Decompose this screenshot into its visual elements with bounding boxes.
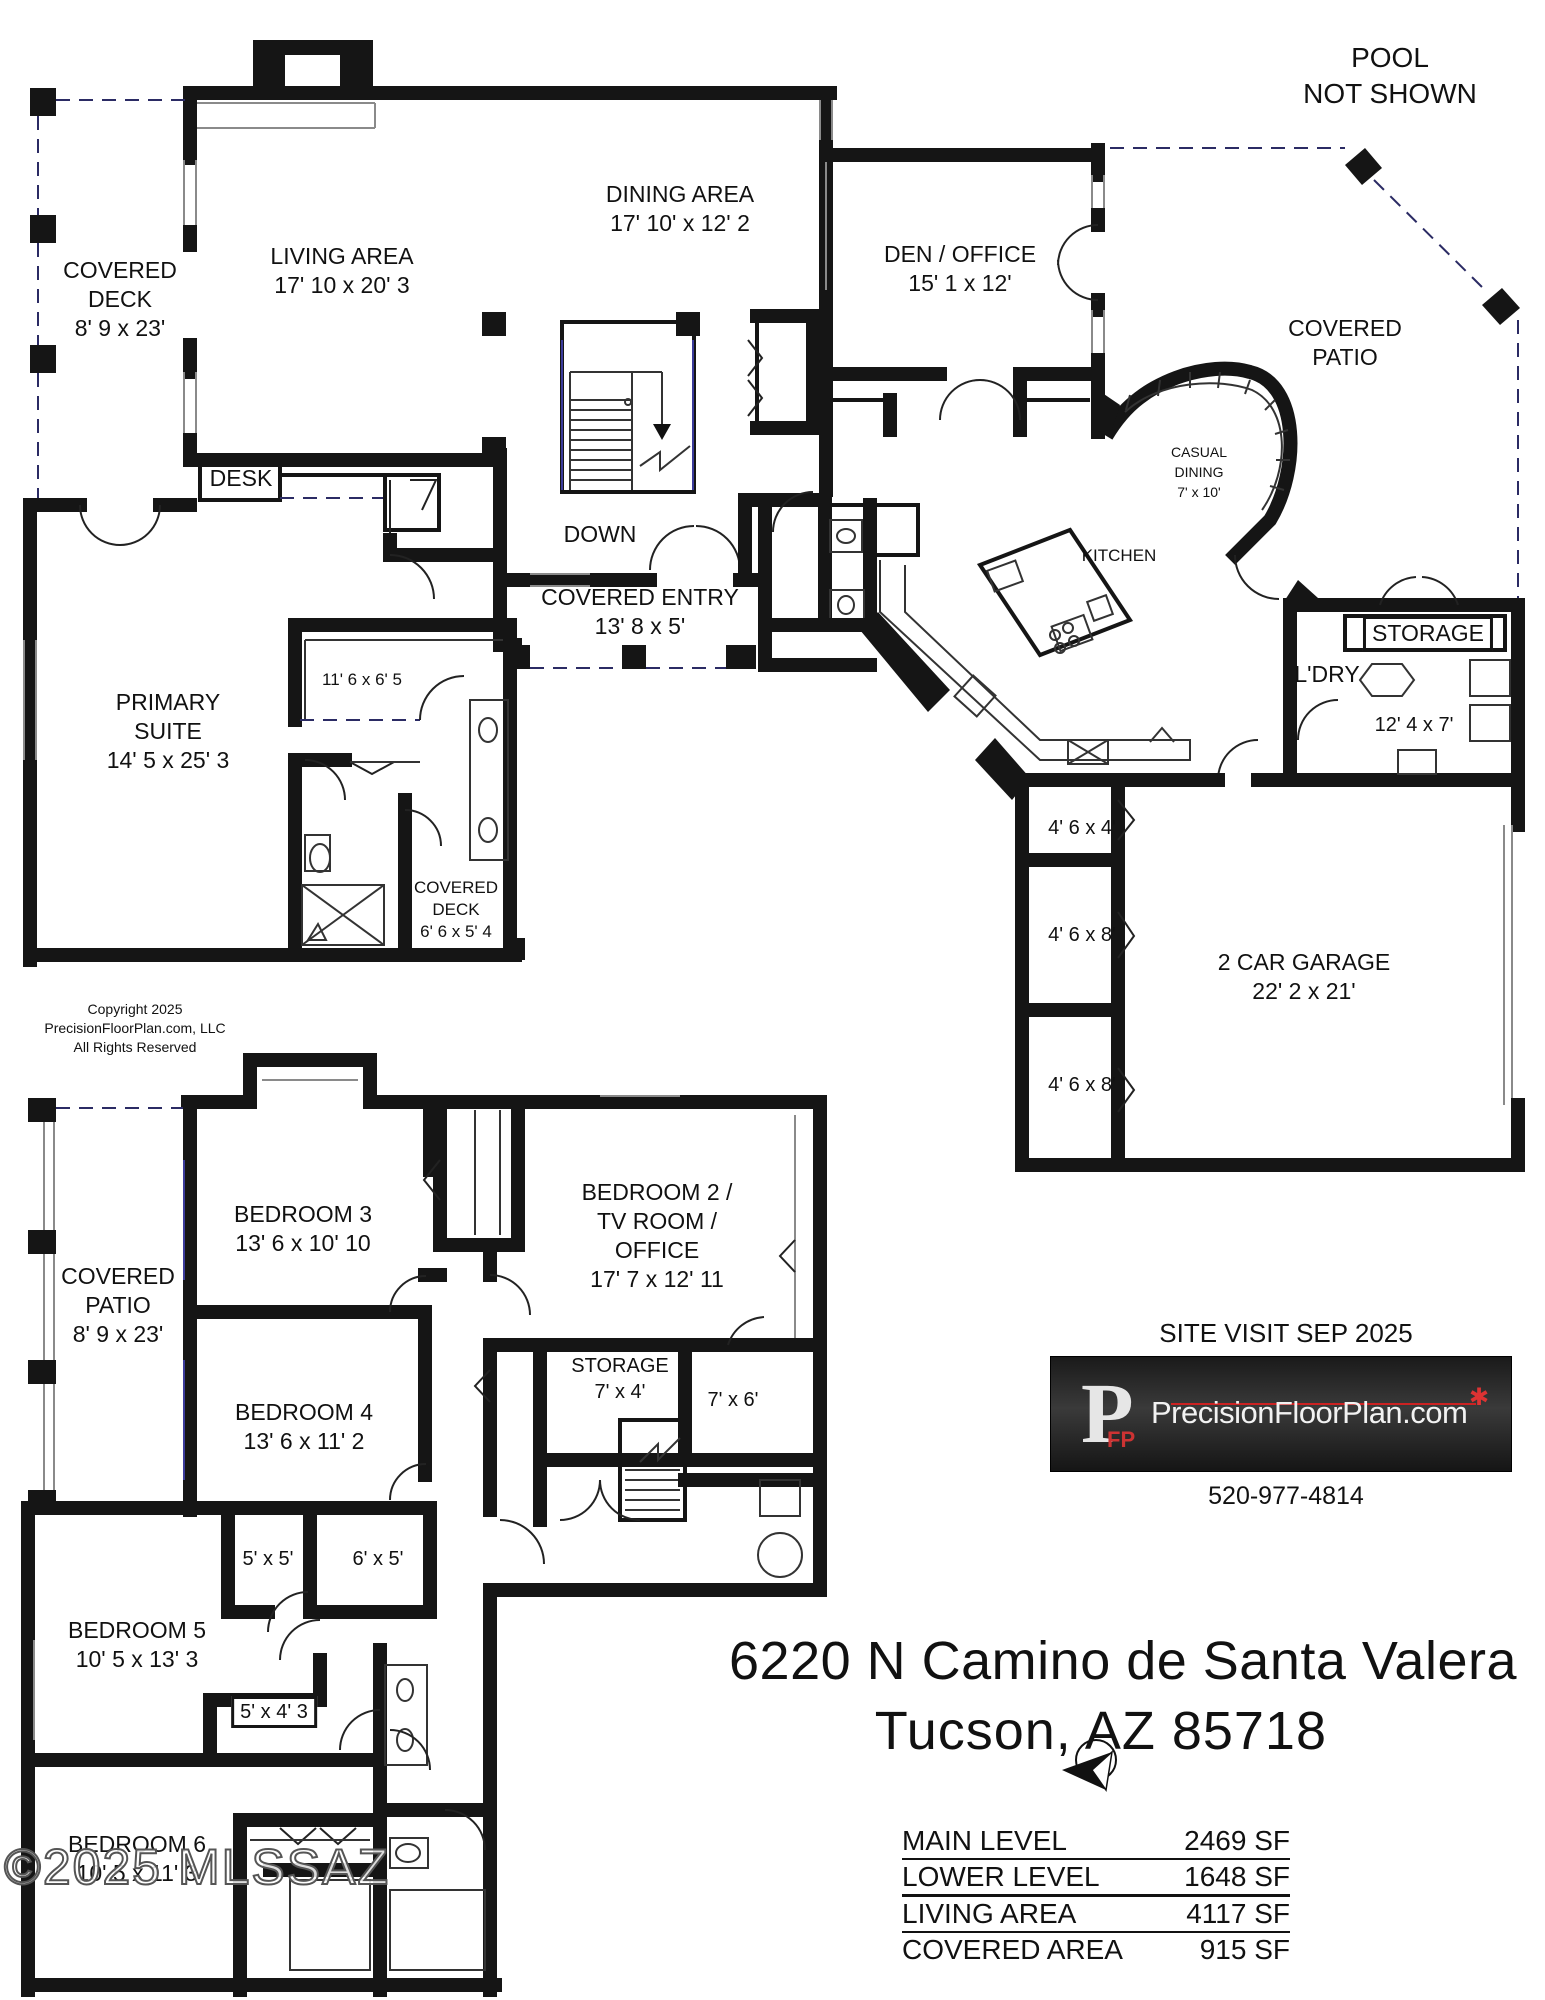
bedroom3-label: BEDROOM 3 13' 6 x 10' 10: [233, 1201, 373, 1256]
area-value: 4117 SF: [1186, 1898, 1290, 1929]
area-value: 2469 SF: [1184, 1825, 1290, 1856]
mls-watermark: ©2025 MLSSAZ: [3, 1838, 391, 1896]
area-row: COVERED AREA 915 SF: [902, 1933, 1290, 1967]
primary-closet-label: 11' 6 x 6' 5: [322, 670, 402, 689]
garage-closet-2-label: 4' 6 x 8': [1048, 924, 1116, 946]
laundry-label: L'DRY: [1294, 661, 1360, 687]
down-label: DOWN: [563, 521, 637, 547]
area-label: COVERED AREA: [902, 1934, 1123, 1965]
address-line-2: Tucson, AZ 85718: [874, 1701, 1327, 1761]
bedroom6-label: BEDROOM 6 10' 5 x 11' 3: [67, 1831, 207, 1886]
covered-deck-small-label: COVERED DECK 6' 6 x 5' 4: [413, 878, 499, 941]
phone-number: 520-977-4814: [1208, 1482, 1364, 1510]
site-visit-note: SITE VISIT SEP 2025: [1159, 1318, 1413, 1348]
covered-deck-main-label: COVERED DECK 8' 9 x 23': [63, 257, 177, 341]
logo-star-icon: ✱: [1469, 1384, 1490, 1411]
lower-level-walls: [21, 1053, 827, 1997]
closet-7x6-label: 7' x 6': [707, 1389, 759, 1411]
company-logo: P FP PrecisionFloorPlan.com ✱: [1050, 1356, 1512, 1472]
area-value: 1648 SF: [1184, 1861, 1290, 1892]
area-row: MAIN LEVEL 2469 SF: [902, 1824, 1290, 1860]
primary-suite-label: PRIMARY SUITE 14' 5 x 25' 3: [106, 689, 230, 773]
copyright-notice: Copyright 2025 PrecisionFloorPlan.com, L…: [44, 1001, 226, 1055]
covered-patio-lower-label: COVERED PATIO 8' 9 x 23': [61, 1263, 175, 1347]
main-level-walls: [23, 40, 1525, 1172]
north-arrow-icon: [1062, 1739, 1117, 1792]
closet-5x4-3-label: 5' x 4' 3: [231, 1696, 317, 1728]
address-line-1: 6220 N Camino de Santa Valera: [729, 1631, 1517, 1691]
bedroom2-label: BEDROOM 2 / TV ROOM / OFFICE 17' 7 x 12'…: [581, 1179, 733, 1292]
bedroom5-label: BEDROOM 5 10' 5 x 13' 3: [67, 1617, 207, 1672]
logo-accent-line: [1171, 1403, 1476, 1405]
dining-area-label: DINING AREA 17' 10' x 12' 2: [605, 181, 755, 236]
casual-dining-label: CASUAL DINING 7' x 10': [1170, 444, 1228, 500]
logo-mark-sub: FP: [1107, 1427, 1136, 1452]
covered-patio-main-label: COVERED PATIO: [1288, 315, 1402, 370]
garage-closet-1-label: 4' 6 x 4': [1048, 817, 1116, 839]
closet-5x5-label: 5' x 5': [242, 1548, 294, 1570]
closet-6x5-label: 6' x 5': [352, 1548, 404, 1570]
area-summary-table: MAIN LEVEL 2469 SF LOWER LEVEL 1648 SF LIV…: [902, 1824, 1290, 1967]
bedroom4-label: BEDROOM 4 13' 6 x 11' 2: [234, 1399, 374, 1454]
pool-note: POOL NOT SHOWN: [1303, 42, 1477, 109]
garage-closet-3-label: 4' 6 x 8': [1048, 1074, 1116, 1096]
kitchen-island: [976, 527, 1134, 658]
living-area-label: LIVING AREA 17' 10 x 20' 3: [270, 243, 414, 298]
desk-label: DESK: [209, 465, 273, 491]
area-label: LOWER LEVEL: [902, 1861, 1100, 1892]
storage-main-label: STORAGE: [1362, 616, 1494, 651]
laundry-dim-label: 12' 4 x 7': [1374, 714, 1454, 736]
storage-lower-label: STORAGE 7' x 4': [571, 1355, 669, 1403]
area-label: LIVING AREA: [902, 1898, 1077, 1929]
logo-name: PrecisionFloorPlan.com: [1151, 1395, 1468, 1430]
covered-entry-label: COVERED ENTRY 13' 8 x 5': [541, 584, 739, 639]
kitchen-label: KITCHEN: [1081, 546, 1157, 565]
area-row: LOWER LEVEL 1648 SF: [902, 1860, 1290, 1897]
garage-label: 2 CAR GARAGE 22' 2 x 21': [1217, 949, 1391, 1004]
area-label: MAIN LEVEL: [902, 1825, 1067, 1856]
area-row: LIVING AREA 4117 SF: [902, 1897, 1290, 1933]
area-value: 915 SF: [1199, 1934, 1290, 1965]
den-office-label: DEN / OFFICE 15' 1 x 12': [883, 241, 1037, 296]
